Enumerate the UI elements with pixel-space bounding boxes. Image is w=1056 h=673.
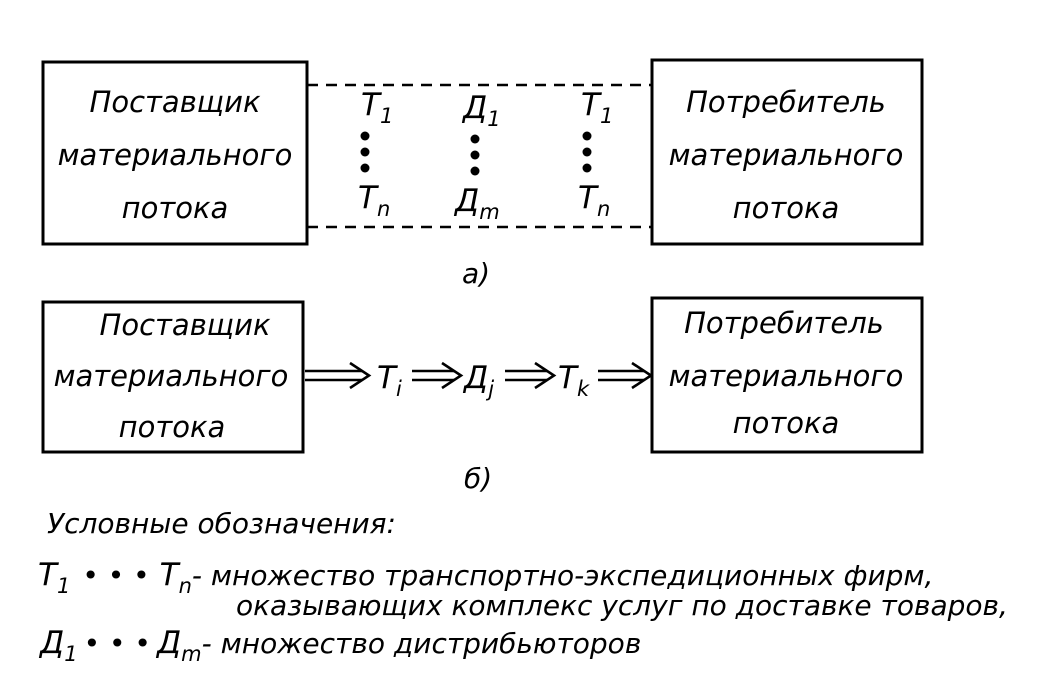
diagram-b: Поставщик материального потока Потребите… — [41, 296, 924, 495]
col3-bottom-symbol: Tn — [578, 180, 610, 221]
consumer-box-a — [650, 58, 924, 246]
chain-node-1: Ti — [377, 360, 402, 401]
col1-ellipsis — [360, 131, 370, 173]
supplier-a-line-1: Поставщик — [90, 85, 261, 119]
legend-d-row: Д1• • •Дm- множество дистрибьюторов — [38, 625, 641, 666]
col3-top-symbol: T1 — [581, 87, 613, 128]
flow-arrow-3 — [505, 361, 557, 390]
flow-arrow-2 — [412, 361, 464, 390]
supplier-b-line-1: Поставщик — [100, 308, 271, 342]
supplier-b-line-2: материального — [54, 359, 289, 393]
col1-top-symbol: T1 — [361, 87, 393, 128]
col3-ellipsis — [582, 131, 592, 173]
col1-bottom-symbol: Tn — [358, 180, 390, 221]
chain-node-2: Дj — [462, 360, 494, 401]
chain-node-3: Tk — [558, 360, 590, 401]
consumer-a-line-3: потока — [733, 191, 840, 225]
supplier-a-line-2: материального — [58, 138, 293, 172]
flow-arrow-1 — [305, 361, 372, 390]
caption-a: а) — [462, 257, 490, 290]
flow-arrow-4 — [598, 361, 654, 390]
caption-b: б) — [464, 462, 492, 495]
diagram-a: Поставщик материального потока Потребите… — [41, 58, 924, 290]
legend: Условные обозначения: T1• • •Tn- множест… — [38, 507, 1008, 666]
legend-t-row-continued: оказывающих комплекс услуг по доставке т… — [236, 589, 1008, 622]
supplier-box-a — [41, 60, 309, 246]
supplier-a-line-3: потока — [122, 191, 229, 225]
consumer-b-line-1: Потребитель — [684, 306, 884, 340]
legend-title: Условные обозначения: — [47, 507, 396, 540]
supplier-b-line-3: потока — [119, 410, 226, 444]
legend-t-row: T1• • •Tn- множество транспортно-экспеди… — [38, 557, 933, 598]
col2-bottom-symbol: Дm — [453, 183, 500, 224]
consumer-a-line-2: материального — [669, 138, 904, 172]
consumer-b-line-2: материального — [669, 359, 904, 393]
consumer-a-line-1: Потребитель — [686, 85, 886, 119]
consumer-b-line-3: потока — [733, 406, 840, 440]
col2-top-symbol: Д1 — [461, 90, 501, 131]
supplier-box-b — [41, 300, 305, 454]
col2-ellipsis — [470, 134, 480, 176]
